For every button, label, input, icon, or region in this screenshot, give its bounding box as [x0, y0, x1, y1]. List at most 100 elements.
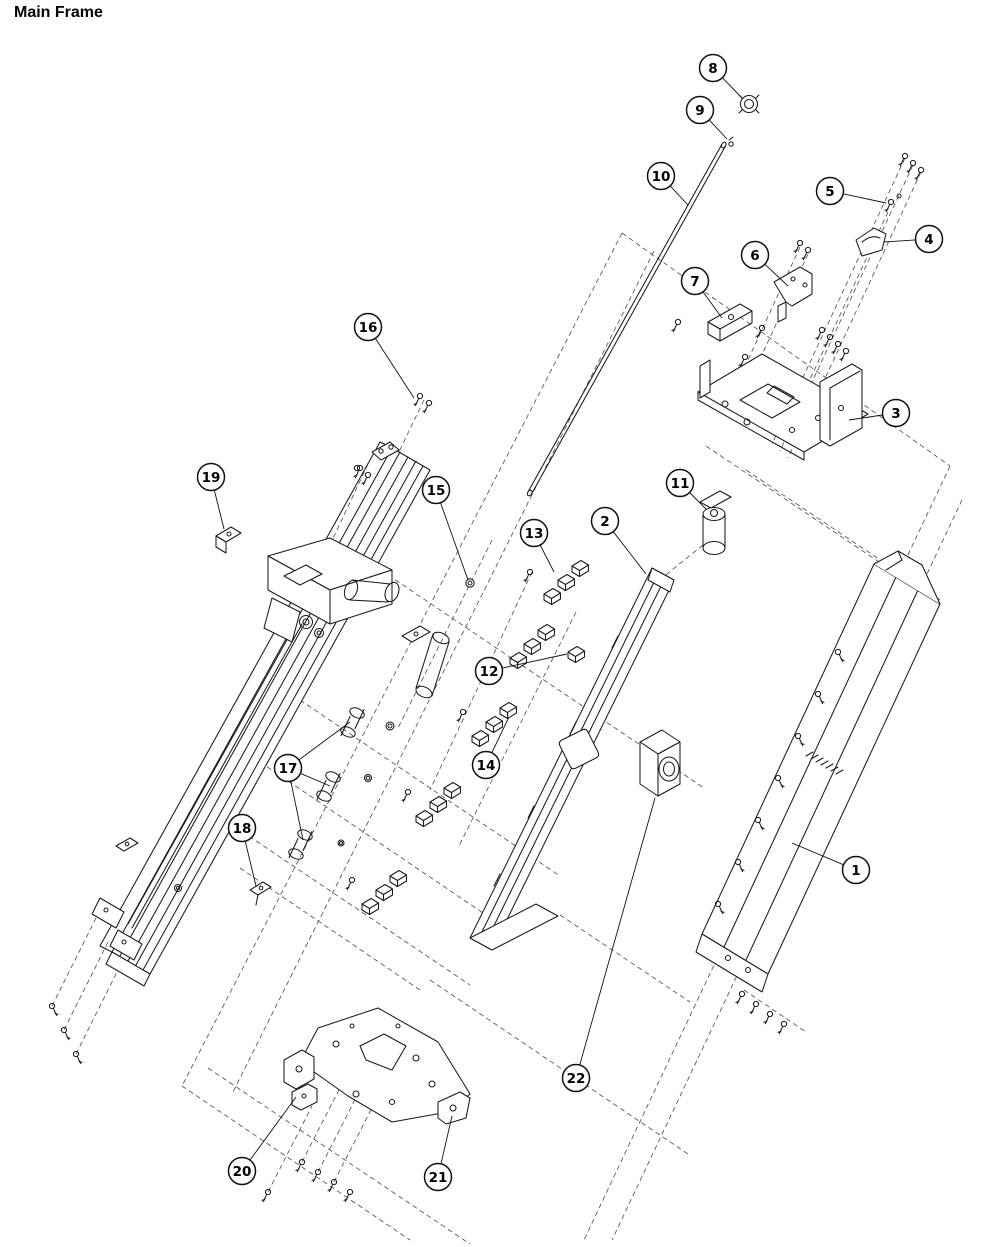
callout-circle [227, 813, 257, 843]
callout-number: 5 [825, 184, 834, 200]
callout-leader-line [612, 531, 647, 575]
part-belt-clamps [345, 559, 590, 916]
callout-number: 17 [279, 761, 298, 777]
callout-circle [273, 753, 303, 783]
callout-circle [680, 266, 710, 296]
callout-number: 21 [429, 1170, 448, 1186]
part-shaft-pin [728, 136, 734, 147]
callout-12: 12 [474, 653, 568, 686]
callout-leader-line [213, 489, 225, 530]
callout-22: 22 [561, 797, 656, 1093]
callout-circle [646, 161, 676, 191]
callout-7: 7 [680, 266, 723, 319]
callout-circle [519, 518, 549, 548]
callout-number: 4 [924, 232, 933, 248]
callout-circle [881, 398, 911, 428]
callout-circle [471, 750, 501, 780]
callout-number: 20 [233, 1164, 252, 1180]
callout-number: 12 [480, 664, 499, 680]
callout-leader-line [440, 1115, 453, 1164]
callout-circle [227, 1156, 257, 1186]
callout-4: 4 [883, 224, 944, 254]
callout-leader-line [244, 840, 257, 887]
part-washer-15 [465, 578, 475, 588]
part-base-plate [299, 1007, 471, 1125]
callout-circle [353, 312, 383, 342]
callout-circle [815, 176, 845, 206]
callout-11: 11 [665, 468, 707, 510]
callout-14: 14 [471, 716, 510, 780]
callout-leader-line [722, 77, 744, 100]
callout-circle [423, 1162, 453, 1192]
callout-leader-line [491, 716, 510, 753]
callout-1: 1 [791, 842, 871, 885]
callout-number: 2 [600, 514, 609, 530]
part-plate-7 [707, 303, 753, 342]
part-side-bracket-3 [819, 363, 863, 447]
callout-number: 7 [690, 274, 699, 290]
part-bracket-19 [215, 526, 242, 554]
callout-circle [665, 468, 695, 498]
callout-6: 6 [740, 240, 789, 287]
page-title: Main Frame [14, 4, 103, 21]
callout-13: 13 [519, 518, 555, 573]
part-carriage-unit [263, 441, 431, 643]
callout-leader-line [298, 721, 351, 761]
callout-number: 8 [708, 61, 717, 77]
callout-16: 16 [353, 312, 415, 399]
callout-leader-line [791, 842, 844, 866]
callout-21: 21 [423, 1115, 453, 1192]
callout-circle [421, 475, 451, 505]
callout-circle [698, 53, 728, 83]
callout-5: 5 [815, 176, 887, 206]
callout-leader-line [843, 193, 887, 204]
callout-leader-line [249, 1096, 297, 1161]
callout-leader-line [290, 781, 304, 841]
callout-circle [740, 240, 770, 270]
callout-circle [685, 95, 715, 125]
callout-18: 18 [227, 813, 257, 887]
callout-circle [474, 656, 504, 686]
callout-circle [841, 855, 871, 885]
callout-8: 8 [698, 53, 744, 100]
callout-9: 9 [685, 95, 728, 140]
callout-number: 13 [525, 526, 544, 542]
part-bracket-6 [773, 266, 813, 323]
callout-number: 6 [750, 248, 759, 264]
callout-leader-line [764, 263, 789, 287]
callout-3: 3 [848, 398, 911, 428]
callout-number: 22 [567, 1071, 586, 1087]
callout-number: 15 [427, 483, 446, 499]
callout-2: 2 [590, 506, 647, 575]
part-damper-cylinder [699, 490, 732, 556]
callout-17: 17 [273, 721, 351, 841]
callout-leader-line [702, 291, 723, 319]
callout-19: 19 [196, 462, 226, 530]
parts-layer [48, 94, 941, 1203]
callout-number: 19 [202, 470, 221, 486]
callout-leader-line [669, 185, 689, 206]
callout-15: 15 [421, 475, 469, 581]
callout-number: 16 [359, 320, 378, 336]
part-main-frame [695, 550, 941, 1035]
part-middle-rail [469, 567, 675, 951]
callout-leader-line [848, 414, 883, 421]
callout-number: 10 [652, 169, 671, 185]
callout-circle [561, 1063, 591, 1093]
part-cap-4 [855, 227, 887, 257]
callout-leader-line [374, 338, 415, 399]
callout-leader-line [539, 544, 555, 573]
part-carriage-rail-assembly [91, 441, 431, 987]
part-clip-18 [249, 881, 272, 906]
callout-circle [196, 462, 226, 492]
callout-leader-line [440, 502, 469, 581]
part-rollers [286, 631, 450, 862]
callout-leader-line [300, 772, 331, 787]
callout-circle [914, 224, 944, 254]
callout-leader-line [579, 797, 656, 1066]
callout-leader-line [708, 119, 728, 140]
part-tension-block [639, 729, 681, 797]
callout-number: 1 [851, 863, 860, 879]
